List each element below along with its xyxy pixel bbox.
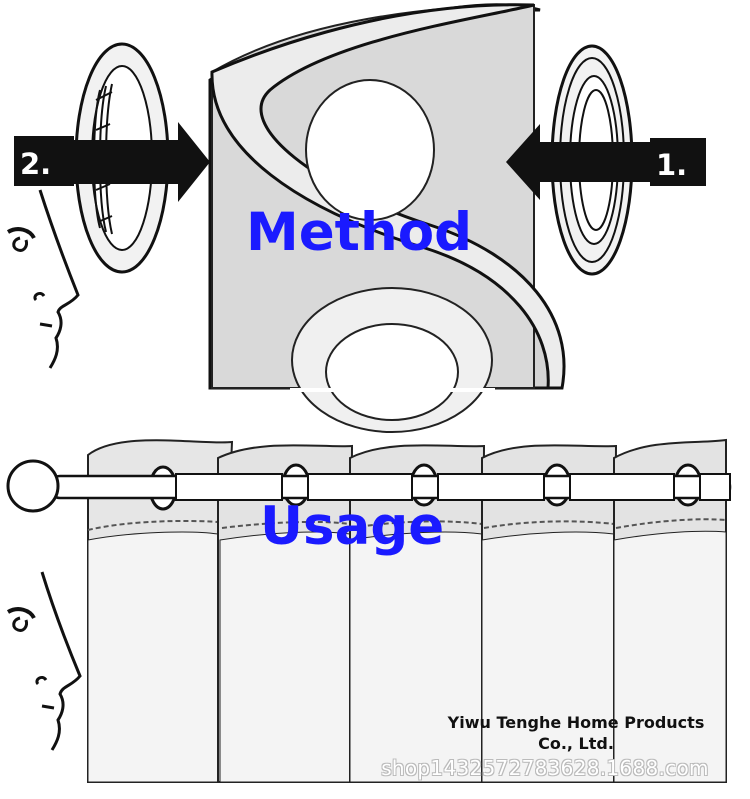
method-illustration: 2. 1. [6,3,706,433]
curtain-rod [48,473,732,501]
company-name-line2: Co., Ltd. [538,734,614,753]
usage-label: Usage [260,496,445,557]
curtain-panel [481,444,618,783]
installed-grommet [290,287,495,433]
arrow-step-one: 1. [506,124,706,200]
face-profile-icon [6,189,80,369]
curtain-panel [349,444,486,783]
method-label: Method [246,202,473,263]
face-profile-icon [6,571,82,751]
rod-finial-ball [6,459,60,513]
arrow-step-two: 2. [14,122,210,202]
shop-url-watermark: shop1432572783628.1688.com [381,756,709,780]
curtain-wave [210,3,566,390]
curtain-panel [613,438,727,783]
usage-illustration [6,438,732,783]
company-name: Yiwu Tenghe Home Products Co., Ltd. [436,712,716,754]
step-one-label: 1. [656,148,687,182]
step-two-label: 2. [20,147,51,181]
curtain-panel [87,439,234,783]
fabric-grommet-hole [305,79,435,221]
company-name-line1: Yiwu Tenghe Home Products [447,713,705,732]
